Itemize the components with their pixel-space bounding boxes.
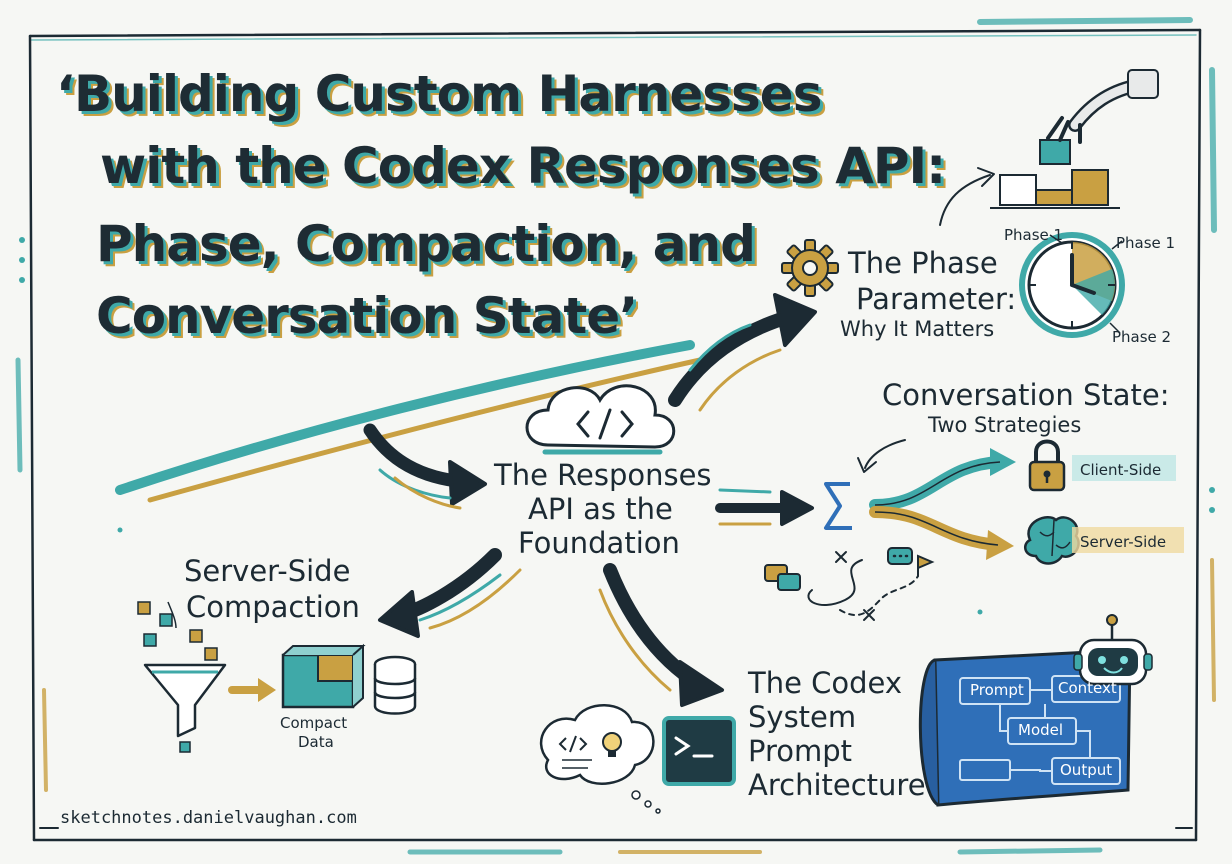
footer-url: sketchnotes.danielvaughan.com	[60, 808, 357, 828]
thought-bubble-icon	[539, 704, 661, 814]
title-line-4: Conversation State’	[96, 287, 638, 345]
phase-title-line-1: The Phase	[848, 246, 998, 280]
server-side-label: Server-Side	[1080, 533, 1167, 551]
flow-arrows	[228, 167, 995, 707]
cloud-code-icon	[525, 384, 676, 455]
clock-label-top-left: Phase 1	[1004, 226, 1064, 244]
blueprint-model-label: Model	[1018, 721, 1064, 739]
compact-data-icon	[281, 643, 366, 709]
compact-data-label-line-1: Compact	[280, 714, 348, 732]
compaction-title-line-2: Compaction	[186, 590, 360, 624]
client-side-highlight	[1072, 455, 1176, 481]
responses-line-1: The Responses	[494, 458, 712, 492]
responses-line-2: API as the	[528, 492, 673, 526]
clock-icon	[1019, 232, 1125, 338]
title-underline	[115, 340, 703, 503]
compaction-title-line-1: Server-Side	[184, 554, 351, 588]
prompt-line-1: The Codex	[748, 666, 903, 700]
blueprint-output-label: Output	[1060, 761, 1113, 779]
clock-label-bottom: Phase 2	[1112, 328, 1172, 346]
gear-icon	[781, 239, 839, 297]
clock-label-top-right: Phase 1	[1116, 234, 1176, 252]
prompt-line-4: Architecture	[748, 768, 926, 802]
blueprint-context-label: Context	[1058, 679, 1117, 697]
phase-title-line-2: Parameter:	[856, 282, 1017, 316]
conversation-path-icon	[764, 547, 935, 621]
prompt-line-2: System	[748, 700, 857, 734]
blueprint-prompt-label: Prompt	[970, 681, 1024, 699]
title-line-3: Phase, Compaction, and	[96, 215, 756, 273]
robot-head-icon	[1073, 614, 1153, 686]
terminal-icon	[662, 716, 736, 786]
prompt-line-3: Prompt	[748, 734, 853, 768]
responses-line-3: Foundation	[518, 526, 680, 560]
database-icon	[373, 655, 417, 715]
sigma-merge-icon	[824, 448, 1016, 560]
page-frame	[15, 17, 1217, 855]
blueprint-icon	[918, 648, 1132, 807]
lock-icon	[1028, 439, 1066, 492]
phase-subtitle: Why It Matters	[840, 317, 995, 341]
state-subtitle: Two Strategies	[928, 413, 1082, 437]
server-side-highlight	[1072, 527, 1184, 553]
title-line-1: ‘Building Custom Harnesses	[56, 65, 822, 123]
brain-icon	[1023, 515, 1080, 565]
title-line-2: with the Codex Responses API:	[100, 137, 946, 195]
robot-arm-icon	[990, 69, 1159, 209]
funnel-icon	[137, 601, 227, 753]
compact-data-label-line-2: Data	[298, 733, 334, 751]
decorative-dots	[19, 237, 1215, 615]
client-side-label: Client-Side	[1080, 461, 1162, 479]
state-title: Conversation State:	[882, 378, 1170, 412]
